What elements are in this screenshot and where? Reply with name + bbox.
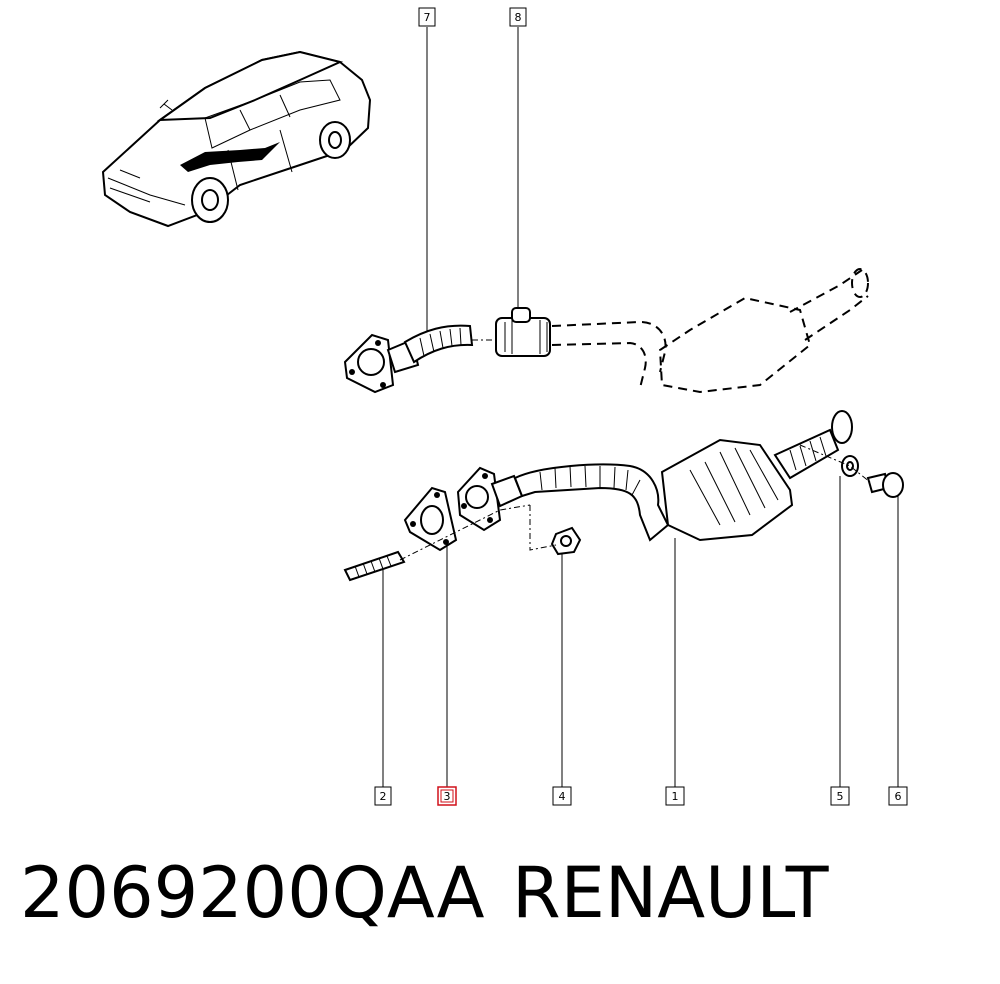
gasket-part-3 xyxy=(403,486,458,552)
car-illustration xyxy=(101,50,372,228)
callout-1[interactable]: 1 xyxy=(665,786,685,806)
brand-caption: RENAULT xyxy=(512,852,829,934)
dashed-catalyst-outline xyxy=(551,268,869,394)
callout-2-label: 2 xyxy=(380,790,387,803)
upper-downpipe-assembly xyxy=(343,307,551,394)
washer-part-5 xyxy=(841,455,859,477)
catalytic-converter-pipe xyxy=(456,410,853,542)
callout-8[interactable]: 8 xyxy=(509,7,527,27)
callout-4-label: 4 xyxy=(559,790,566,803)
callout-6[interactable]: 6 xyxy=(888,786,908,806)
callout-3[interactable]: 3 xyxy=(437,786,457,806)
callout-5-label: 5 xyxy=(837,790,844,803)
callout-4[interactable]: 4 xyxy=(552,786,572,806)
callout-6-label: 6 xyxy=(895,790,902,803)
callout-8-label: 8 xyxy=(515,11,522,24)
callout-5[interactable]: 5 xyxy=(830,786,850,806)
stud-part-2 xyxy=(343,550,406,582)
leader-lines xyxy=(382,27,899,787)
part-number-caption: 2069200QAA xyxy=(20,852,485,934)
alignment-lines xyxy=(399,339,871,561)
callout-3-label: 3 xyxy=(444,790,451,803)
callout-2[interactable]: 2 xyxy=(374,786,392,806)
callout-1-label: 1 xyxy=(672,790,679,803)
bolt-part-6 xyxy=(866,472,904,498)
nut-part-4 xyxy=(550,526,582,556)
callout-7[interactable]: 7 xyxy=(418,7,436,27)
callout-7-label: 7 xyxy=(424,11,431,24)
